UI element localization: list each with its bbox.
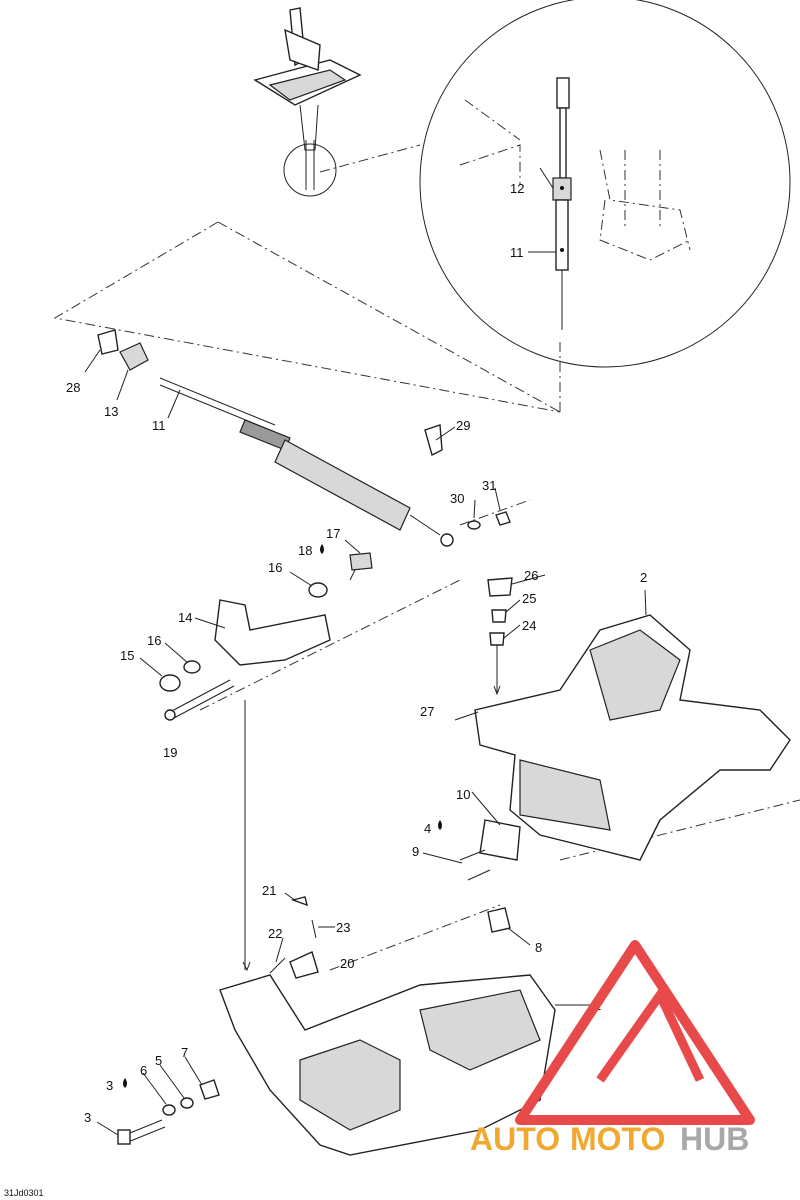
leader-lines — [84, 167, 647, 1136]
label-27: 27 — [420, 704, 434, 719]
shifter-lever — [253, 7, 362, 197]
logo-hub: HUB — [680, 1121, 749, 1157]
label-31: 31 — [482, 478, 496, 493]
label-26: 26 — [524, 568, 538, 583]
part-7-shape — [199, 1079, 220, 1100]
drop-icon — [123, 1078, 127, 1088]
label-6: 6 — [140, 1063, 147, 1078]
logo-auto: AUTO — [470, 1121, 560, 1157]
label-2: 2 — [640, 570, 647, 585]
drop-icon — [438, 820, 442, 830]
part-3-shape — [117, 1129, 131, 1145]
label-22: 22 — [268, 926, 282, 941]
label-16-upper: 16 — [268, 560, 282, 575]
warning-triangle-icon — [515, 940, 755, 1125]
label-9: 9 — [412, 844, 419, 859]
label-13: 13 — [104, 404, 118, 419]
label-8: 8 — [535, 940, 542, 955]
reference-lines — [53, 144, 800, 972]
label-29: 29 — [456, 418, 470, 433]
label-14: 14 — [178, 610, 192, 625]
label-15: 15 — [120, 648, 134, 663]
cable-boot — [274, 439, 411, 531]
label-3: 3 — [84, 1110, 91, 1125]
part-28-shape — [97, 329, 119, 355]
drop-icon — [320, 544, 324, 554]
label-12: 12 — [510, 181, 524, 196]
label-30: 30 — [450, 491, 464, 506]
label-11-cable: 11 — [152, 418, 166, 433]
part-29-shape — [424, 424, 443, 457]
part-labels: 28 13 11 29 31 30 17 18 16 14 16 15 19 2… — [4, 181, 647, 1198]
label-17: 17 — [326, 526, 340, 541]
part-20-shape — [289, 951, 319, 979]
watermark-logo: AUTO MOTO HUB — [470, 940, 755, 1157]
label-18: 18 — [298, 543, 312, 558]
part-13-shape — [119, 342, 149, 371]
part-21-shape — [290, 896, 308, 907]
handle-1 — [117, 896, 556, 1156]
label-20: 20 — [340, 956, 354, 971]
label-24: 24 — [522, 618, 536, 633]
part-30-shape — [467, 520, 481, 530]
label-7: 7 — [181, 1045, 188, 1060]
label-23: 23 — [336, 920, 350, 935]
label-28: 28 — [66, 380, 80, 395]
sealant-drops — [123, 544, 442, 1088]
part-10-shape — [479, 819, 521, 861]
part-31-shape — [495, 511, 511, 526]
label-21: 21 — [262, 883, 276, 898]
bracket-2 — [454, 577, 791, 881]
label-4-lower: 3 — [106, 1078, 113, 1093]
part-8-shape — [487, 907, 511, 933]
detail-inset — [419, 0, 791, 368]
logo-mark-icon — [596, 986, 705, 1083]
pivot-parts — [159, 552, 373, 721]
label-5: 5 — [155, 1053, 162, 1068]
label-19: 19 — [163, 745, 177, 760]
label-16-lower: 16 — [147, 633, 161, 648]
label-10: 10 — [456, 787, 470, 802]
label-11-inset: 11 — [510, 245, 524, 260]
reference-code: 31Jd0301 — [4, 1188, 44, 1198]
label-4-upper: 4 — [424, 821, 431, 836]
shift-cable — [97, 329, 511, 547]
label-25: 25 — [522, 591, 536, 606]
logo-moto: MOTO — [570, 1121, 665, 1157]
